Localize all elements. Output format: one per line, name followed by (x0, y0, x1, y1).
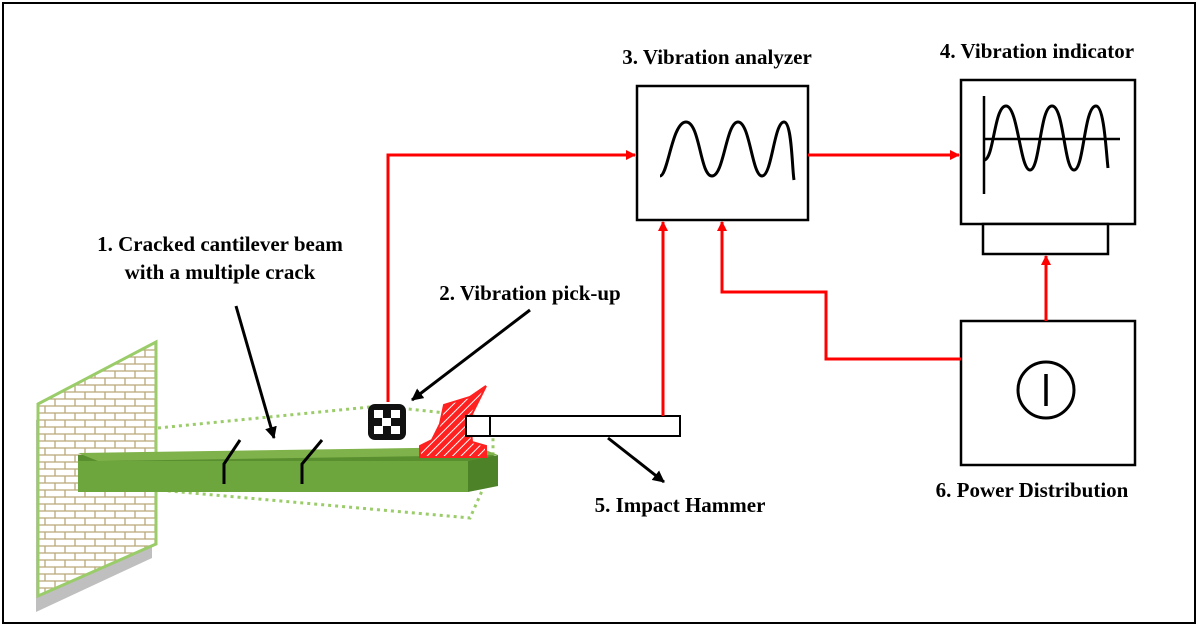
vibration-indicator (959, 78, 1137, 256)
indicator-screen-box (959, 78, 1137, 226)
hammer-leader-arrow (607, 436, 665, 484)
accelerometer-icon (368, 404, 406, 440)
sine-wave-icon (659, 120, 796, 181)
cantilever-beam (78, 439, 498, 492)
power-icon (1016, 360, 1076, 420)
leader-arrows (234, 305, 665, 484)
signal-connections (386, 150, 1051, 416)
hammer-collar (465, 415, 491, 437)
beam-label-line1: 1. Cracked cantilever beam (97, 232, 343, 256)
vibration-analyzer (635, 84, 810, 222)
pickup-label: 2. Vibration pick-up (439, 281, 620, 305)
beam-front (78, 461, 468, 492)
outer-frame (2, 2, 1196, 624)
indicator-base (981, 222, 1110, 256)
power-to-analyzer-line (717, 221, 961, 361)
power-label: 6. Power Distribution (936, 478, 1129, 502)
crack-2 (300, 439, 324, 484)
crack-1 (222, 439, 242, 484)
hammer-head (419, 385, 487, 458)
beam-label-line2: with a multiple crack (125, 260, 316, 284)
hammer-label: 5. Impact Hammer (595, 493, 766, 517)
indicator-label: 4. Vibration indicator (940, 39, 1134, 63)
power-distribution (959, 319, 1137, 467)
oscilloscope-wave-icon (982, 96, 1120, 194)
analyzer-label: 3. Vibration analyzer (622, 45, 812, 69)
hammer-handle (489, 415, 681, 437)
pickup-to-analyzer-line (386, 150, 636, 402)
beam-end (468, 455, 498, 492)
beam-top (78, 447, 498, 461)
impact-hammer (419, 385, 681, 458)
pickup-leader-arrow (411, 308, 531, 402)
beam-leader-arrow (234, 305, 277, 439)
